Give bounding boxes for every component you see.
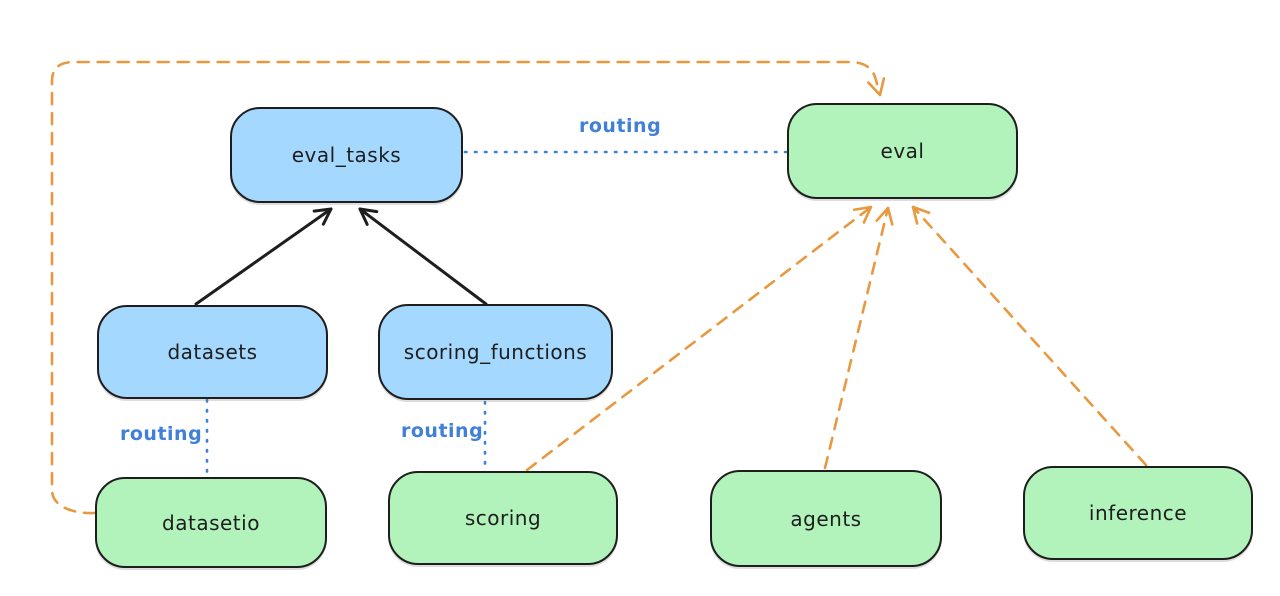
edge-label-routing-datasets-datasetio: routing	[120, 423, 203, 445]
node-datasetio: datasetio	[95, 477, 327, 568]
node-label: inference	[1088, 501, 1188, 525]
edge-scoring-functions-to-eval-tasks	[358, 207, 488, 306]
node-eval: eval	[787, 103, 1018, 199]
node-label: eval_tasks	[291, 143, 402, 167]
node-agents: agents	[710, 470, 942, 567]
node-eval-tasks: eval_tasks	[230, 107, 463, 203]
node-label: scoring_functions	[403, 340, 588, 364]
node-label: scoring	[464, 506, 542, 530]
node-label: datasets	[167, 340, 258, 364]
edge-datasetio-to-eval	[50, 60, 886, 515]
edge-label-routing-eval-tasks-eval: routing	[579, 115, 662, 137]
edge-inference-to-eval	[911, 205, 1148, 467]
edge-scoring-to-eval	[525, 205, 873, 472]
node-label: datasetio	[162, 510, 260, 535]
node-inference: inference	[1023, 466, 1253, 560]
edge-agents-to-eval	[823, 206, 894, 470]
node-label: agents	[790, 506, 862, 531]
node-label: eval	[880, 139, 925, 163]
node-scoring: scoring	[388, 471, 618, 565]
edge-label-routing-scoring-functions-scoring: routing	[401, 420, 484, 442]
node-datasets: datasets	[97, 305, 328, 399]
node-scoring-functions: scoring_functions	[378, 304, 613, 400]
edge-datasets-to-eval-tasks	[194, 207, 333, 306]
